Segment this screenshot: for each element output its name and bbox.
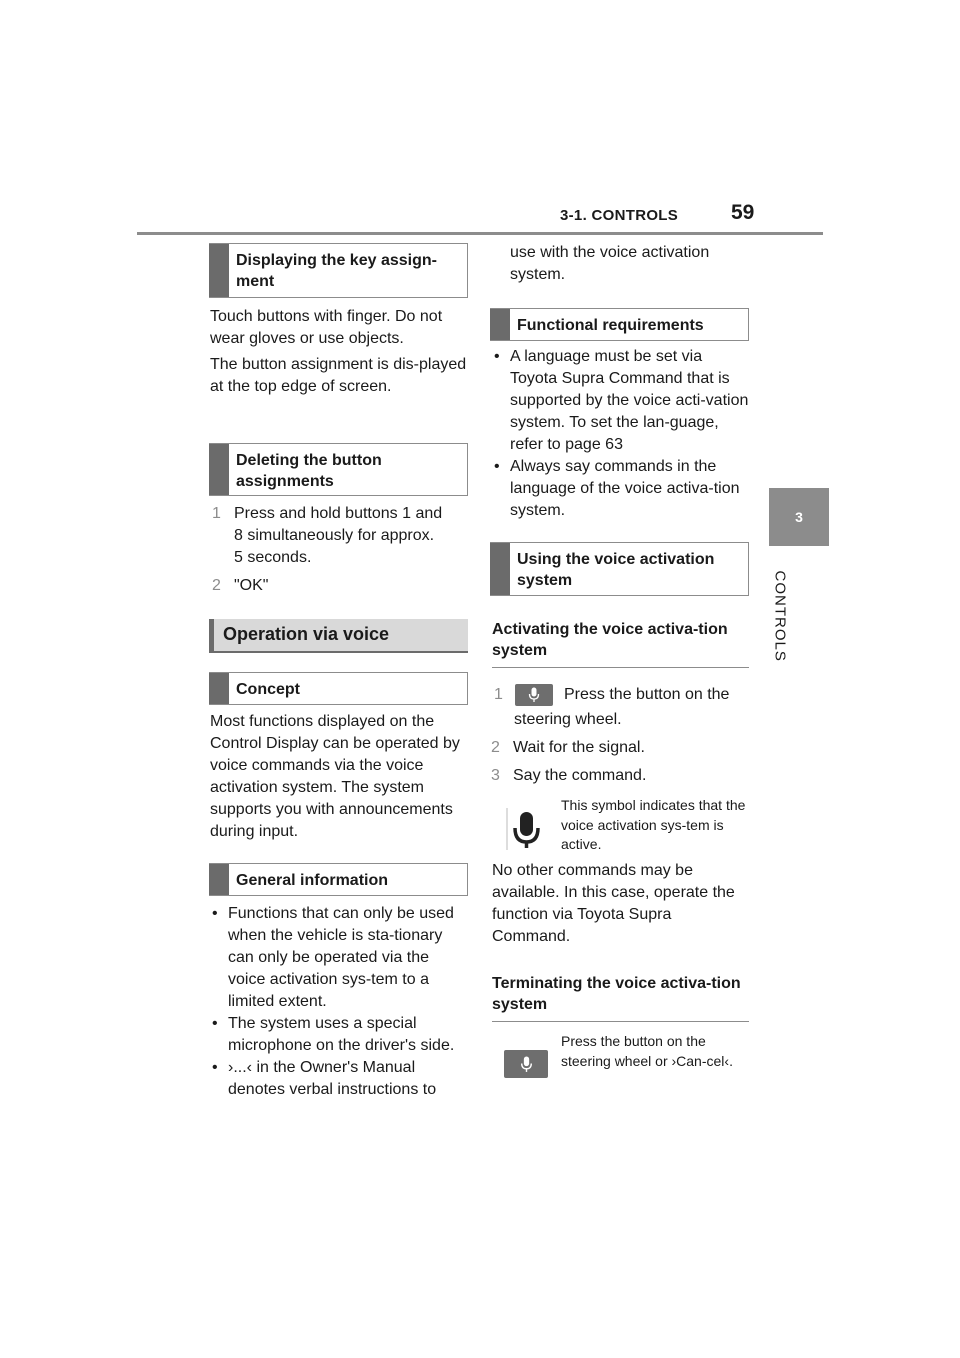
note-terminate: Press the button on the steering wheel o… [561, 1033, 733, 1069]
microphone-icon [520, 1056, 532, 1072]
step-number: 1 [212, 505, 221, 522]
heading-functional-requirements: Functional requirements [490, 308, 749, 341]
step-number: 1 [494, 686, 503, 703]
heading-using-voice-activation: Using the voice activation system [490, 542, 749, 596]
step-number: 2 [491, 739, 500, 756]
heading-marker [490, 309, 510, 340]
note-voice-active: This symbol indicates that the voice act… [561, 797, 746, 852]
bullet-item: Always say commands in the language of t… [492, 456, 750, 522]
microphone-icon [528, 687, 540, 702]
heading-marker [209, 444, 229, 495]
heading-operation-via-voice: Operation via voice [209, 619, 468, 653]
paragraph-continued: use with the voice activation system. [510, 244, 710, 283]
step-item: 2 Wait for the signal. [491, 737, 749, 759]
page-number: 59 [731, 201, 755, 224]
chapter-label: CONTROLS [771, 570, 789, 662]
step-text: "OK" [234, 577, 269, 594]
bullet-list-general: Functions that can only be used when the… [210, 903, 466, 1101]
section-title: 3-1. CONTROLS [560, 207, 679, 224]
step-item: 1 Press the button on the steering wheel… [494, 684, 752, 728]
step-text: Press and hold buttons 1 and [234, 505, 443, 522]
bullet-item: Functions that can only be used when the… [210, 903, 466, 1013]
heading-marker [209, 864, 229, 895]
heading-displaying-key-assignment: Displaying the key assign- ment [209, 243, 468, 298]
step-text: steering wheel. [514, 711, 622, 728]
step-text: 5 seconds. [234, 549, 312, 566]
paragraph-concept: Most functions displayed on the Control … [210, 713, 460, 840]
heading-text: Using the voice activation system [517, 551, 715, 589]
step-item: 1 Press and hold buttons 1 and 8 simulta… [212, 503, 472, 569]
heading-deleting-assignments: Deleting the button assignments [209, 443, 468, 496]
header-divider [137, 232, 823, 235]
heading-text: Functional requirements [517, 317, 704, 334]
heading-marker [209, 244, 229, 297]
steering-wheel-voice-button [515, 684, 553, 706]
microphone-icon [506, 808, 540, 850]
chapter-tab: 3 [769, 488, 829, 546]
step-item: 3 Say the command. [491, 765, 749, 787]
step-item: 2 "OK" [212, 575, 472, 597]
bullet-list-requirements: A language must be set via Toyota Supra … [492, 346, 750, 522]
heading-text: General information [236, 872, 389, 889]
subheading-terminating: Terminating the voice activa-tion system [492, 973, 749, 1022]
heading-marker [209, 673, 229, 704]
step-number: 2 [212, 577, 221, 594]
bullet-item: ›...‹ in the Owner's Manual denotes verb… [210, 1057, 466, 1101]
paragraph-touch: Touch buttons with finger. Do not wear g… [210, 308, 443, 347]
heading-text: Concept [236, 681, 300, 698]
heading-marker [490, 543, 510, 595]
steering-wheel-voice-button [504, 1050, 548, 1078]
heading-text: Displaying the key assign- ment [236, 252, 437, 290]
paragraph-no-other-commands: No other commands may be available. In t… [492, 862, 735, 945]
voice-active-symbol [506, 808, 546, 850]
step-text: Say the command. [513, 767, 647, 784]
step-text: 8 simultaneously for approx. [234, 527, 435, 544]
bullet-item: A language must be set via Toyota Supra … [492, 346, 750, 456]
subheading-activating: Activating the voice activa-tion system [492, 619, 749, 668]
paragraph-assignment: The button assignment is dis-played at t… [210, 356, 467, 395]
heading-text: Deleting the button assignments [236, 452, 382, 490]
heading-concept: Concept [209, 672, 468, 705]
heading-text: Operation via voice [223, 624, 390, 644]
heading-general-information: General information [209, 863, 468, 896]
step-number: 3 [491, 767, 500, 784]
step-text: Press the button on the [564, 686, 730, 703]
step-text: Wait for the signal. [513, 739, 645, 756]
heading-marker [209, 619, 214, 651]
bullet-item: The system uses a special microphone on … [210, 1013, 466, 1057]
